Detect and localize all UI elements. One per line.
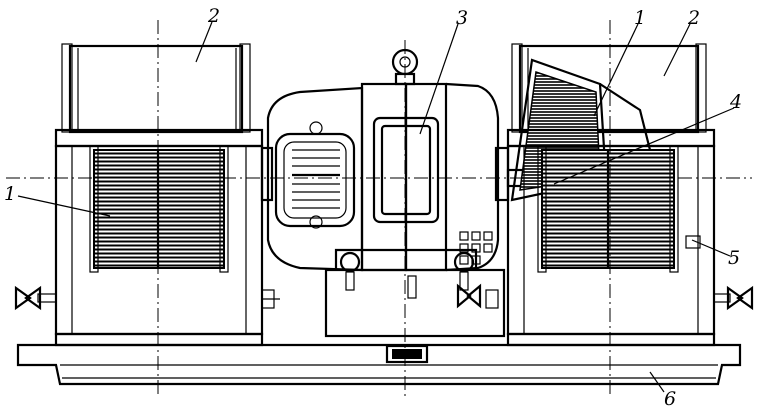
base-frame bbox=[16, 343, 742, 386]
label-left-fan-housing: 2 bbox=[207, 5, 220, 27]
motor-cooling-fins bbox=[292, 149, 340, 209]
right-fan-unit bbox=[456, 43, 754, 347]
motor bbox=[260, 48, 510, 338]
label-right-fan-housing: 2 bbox=[687, 7, 700, 29]
left-fan-unit bbox=[14, 43, 280, 347]
label-left-impeller: 1 bbox=[4, 183, 16, 205]
center-lines bbox=[6, 20, 752, 396]
leader-lines bbox=[17, 21, 735, 393]
label-right-impeller: 1 bbox=[634, 7, 646, 29]
label-shaft-coupling: 4 bbox=[729, 91, 742, 113]
label-motor: 3 bbox=[456, 7, 468, 29]
label-base-frame: 6 bbox=[664, 388, 676, 409]
label-guide-vane: 5 bbox=[728, 247, 740, 269]
